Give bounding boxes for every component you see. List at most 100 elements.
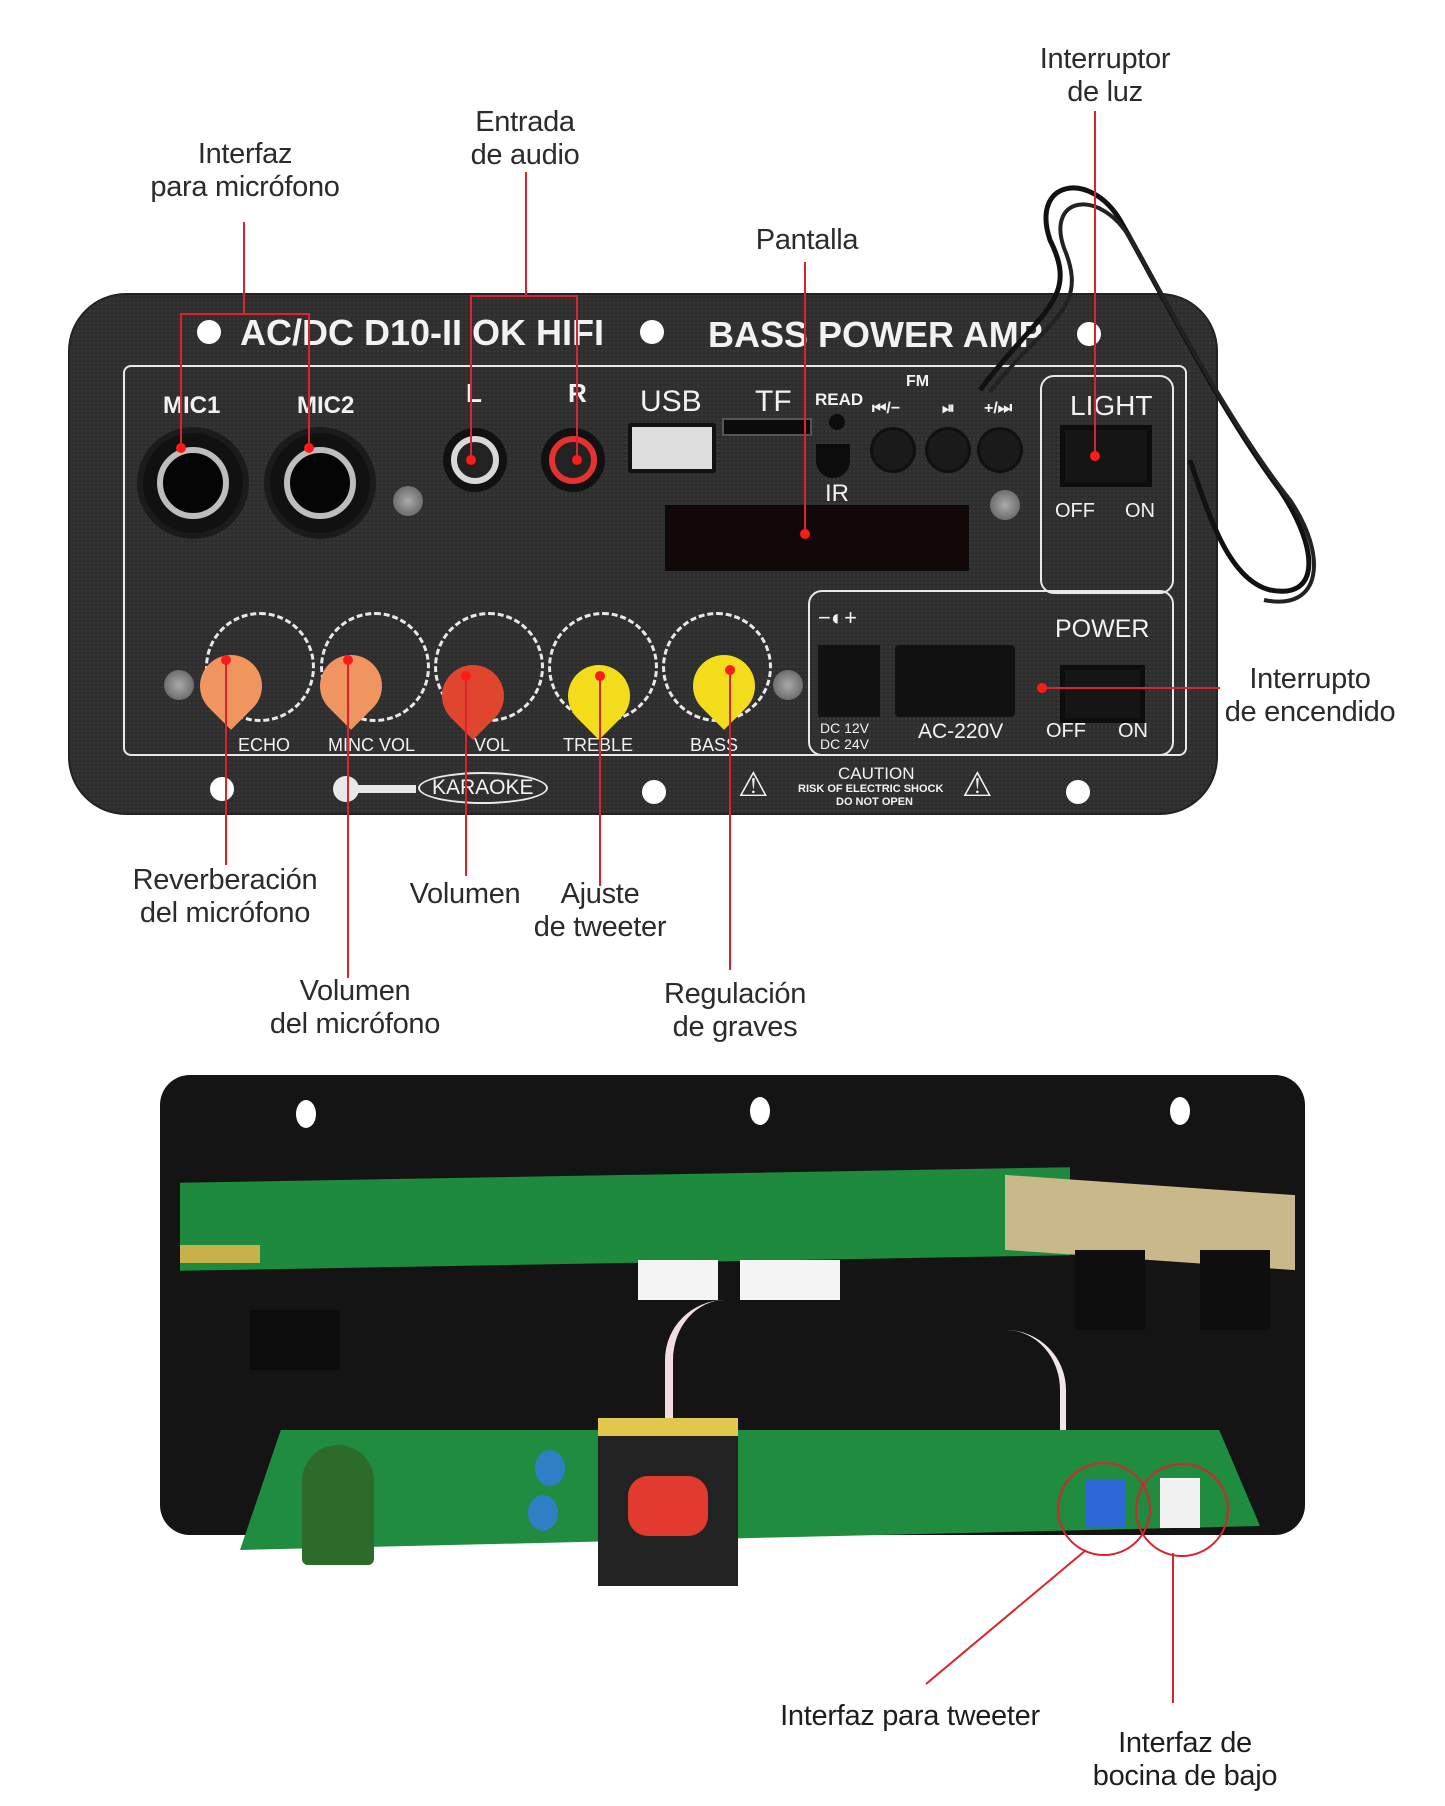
- leader-mic-bracket: [180, 313, 310, 315]
- power-rocker-switch[interactable]: [1060, 665, 1145, 723]
- label-line: Regulación: [663, 978, 807, 1010]
- light-box-border: [1040, 375, 1174, 594]
- karaoke-badge: KARAOKE: [418, 772, 548, 804]
- label-line: de encendido: [1224, 696, 1396, 728]
- light-cable: [978, 185, 1316, 604]
- capacitor-blue: [528, 1495, 558, 1531]
- power-on-label: ON: [1118, 720, 1148, 742]
- marker-dot: [221, 655, 231, 665]
- rca-left-jack[interactable]: [443, 428, 507, 492]
- label-line: Pantalla: [755, 224, 859, 256]
- screw-icon: [773, 670, 803, 700]
- label-bass-regulation: Regulación de graves: [650, 978, 820, 1044]
- rca-left-label: L: [466, 378, 482, 408]
- leader-light: [1094, 111, 1096, 456]
- mic1-jack[interactable]: [143, 433, 243, 533]
- mount-hole: [1066, 780, 1090, 804]
- prev-button-label: ⏮/−: [872, 400, 901, 417]
- led-display: [665, 505, 969, 571]
- label-mic-volume: Volumen del micrófono: [250, 975, 460, 1041]
- label-bass-speaker-interface: Interfaz de bocina de bajo: [1080, 1727, 1290, 1793]
- leader-audio-r: [576, 295, 578, 460]
- leader-power: [1042, 687, 1220, 689]
- label-line: Interruptor: [1039, 43, 1171, 75]
- play-pause-button[interactable]: [928, 430, 968, 470]
- microphone-handle: [356, 785, 416, 793]
- screw-icon: [393, 486, 423, 516]
- rocker-switch-back: [1075, 1250, 1145, 1330]
- label-power-switch: Interrupto de encendido: [1215, 663, 1405, 729]
- light-off-label: OFF: [1055, 500, 1095, 522]
- label-line: Interfaz de: [1118, 1727, 1252, 1759]
- dc-jack[interactable]: [818, 645, 880, 717]
- marker-dot: [572, 455, 582, 465]
- leader-bass-speaker: [1172, 1553, 1174, 1703]
- leader-audio: [525, 172, 527, 296]
- panel-title-left: AC/DC D10-II OK HIFI: [240, 312, 605, 353]
- caution-line2: DO NOT OPEN: [836, 796, 914, 808]
- mic2-jack[interactable]: [270, 433, 370, 533]
- label-line: Ajuste: [560, 878, 640, 910]
- label-mic-interface: Interfaz para micrófono: [140, 138, 350, 204]
- read-led: [829, 414, 845, 430]
- light-title: LIGHT: [1070, 390, 1153, 421]
- capacitor: [302, 1445, 374, 1565]
- marker-dot: [595, 671, 605, 681]
- leader-mic-volume: [347, 660, 349, 978]
- ac-rating: AC-220V: [918, 720, 1004, 743]
- bass-highlight-circle: [1135, 1463, 1229, 1557]
- prev-button[interactable]: [873, 430, 913, 470]
- label-line: del micrófono: [269, 1008, 441, 1040]
- label-line: Entrada: [475, 106, 575, 138]
- next-button[interactable]: [980, 430, 1020, 470]
- capacitor-blue: [535, 1450, 565, 1486]
- leader-volume: [465, 676, 467, 876]
- ir-label: IR: [825, 480, 849, 507]
- label-line: del micrófono: [139, 897, 311, 929]
- play-button-label: ⏯: [942, 400, 955, 417]
- transformer: [598, 1418, 738, 1586]
- power-title: POWER: [1055, 615, 1150, 643]
- leader-mic2: [308, 313, 310, 448]
- screw-icon: [990, 490, 1020, 520]
- ac-inlet[interactable]: [895, 645, 1015, 717]
- mount-hole: [296, 1100, 316, 1128]
- mount-hole: [640, 320, 664, 344]
- label-tweeter-adjust: Ajuste de tweeter: [520, 878, 680, 944]
- marker-dot: [725, 665, 735, 675]
- leader-tweeter: [925, 1549, 1087, 1685]
- tf-card-slot[interactable]: [722, 418, 812, 436]
- label-line: para micrófono: [150, 171, 340, 203]
- label-mic-reverb: Reverberación del micrófono: [120, 864, 330, 930]
- mic1-label: MIC1: [163, 392, 221, 419]
- power-box-border: [808, 590, 1174, 756]
- marker-dot: [461, 671, 471, 681]
- label-line: de tweeter: [533, 911, 667, 943]
- leader-audio-bracket: [470, 295, 577, 297]
- dc-rating-2: DC 24V: [820, 736, 870, 752]
- knob-ring: [320, 612, 430, 722]
- display-pcb: [180, 1167, 1070, 1271]
- label-line: Reverberación: [132, 864, 318, 896]
- usb-port[interactable]: [628, 423, 716, 473]
- usb-label: USB: [640, 385, 702, 418]
- caution-title: CAUTION: [838, 764, 915, 783]
- panel-title-right: BASS POWER AMP: [708, 314, 1043, 355]
- mount-hole: [1170, 1097, 1190, 1125]
- volume-label: VOL: [474, 735, 511, 755]
- treble-label: TREBLE: [563, 735, 633, 756]
- label-line: de graves: [672, 1011, 798, 1043]
- mount-hole: [1077, 322, 1101, 346]
- next-button-label: +/⏭: [984, 400, 1013, 417]
- rocker-switch-back: [1200, 1250, 1270, 1330]
- leader-display: [804, 262, 806, 534]
- mount-hole: [197, 320, 221, 344]
- label-audio-input: Entrada de audio: [460, 106, 590, 172]
- light-rocker-switch[interactable]: [1060, 425, 1152, 487]
- caution-line1: RISK OF ELECTRIC SHOCK: [798, 783, 944, 795]
- leader-audio-l: [470, 295, 472, 460]
- dc-jack-back: [250, 1310, 340, 1370]
- shock-warning-icon: ⚠: [738, 766, 769, 804]
- label-line: Volumen: [299, 975, 411, 1007]
- label-line: bocina de bajo: [1092, 1760, 1278, 1792]
